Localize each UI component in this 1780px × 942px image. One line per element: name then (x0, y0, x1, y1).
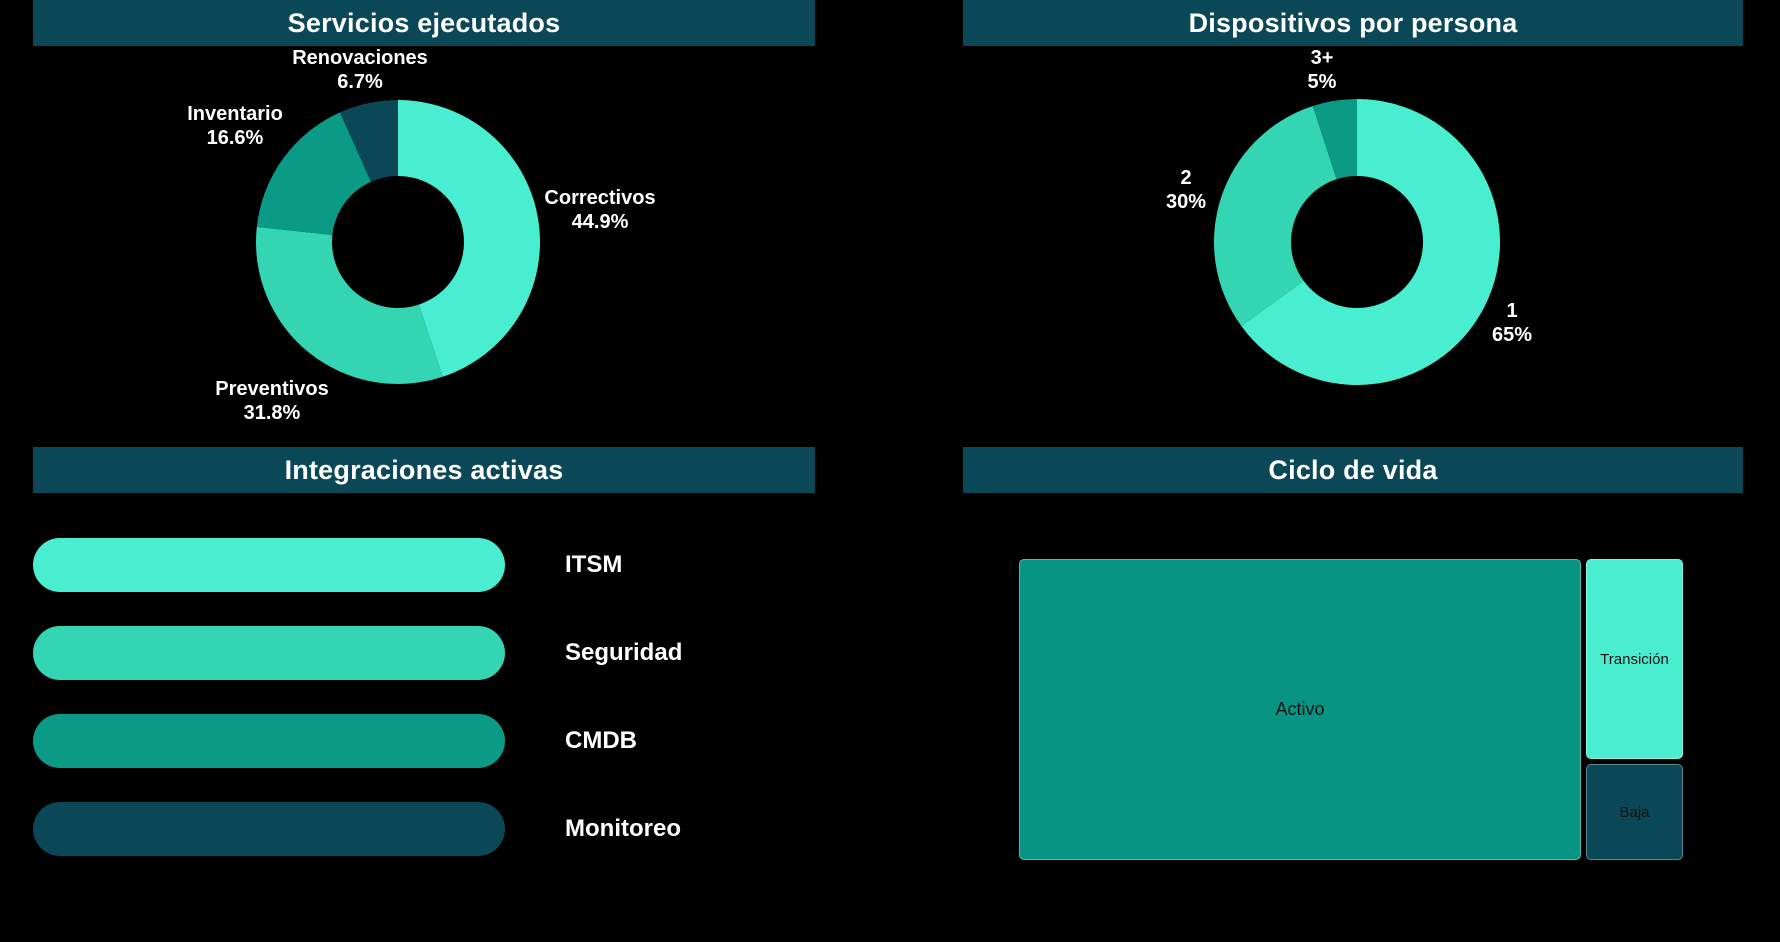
pie-slice-correctivos[interactable] (398, 100, 540, 377)
pie-slice-2[interactable] (1214, 106, 1337, 327)
pie-slice-inventario[interactable] (256, 112, 372, 235)
pie-label-name: Inventario (187, 103, 283, 125)
bar-cmdb[interactable] (33, 714, 505, 768)
pie-label-value: 5% (1307, 71, 1337, 93)
bar-seguridad[interactable] (33, 626, 505, 680)
pie-label-name: Renovaciones (292, 47, 428, 69)
panel-header-ciclo-de-vida: Ciclo de vida (963, 447, 1743, 493)
treemap-tile-label: Transición (1600, 650, 1669, 668)
pie-label-value: 6.7% (337, 71, 383, 93)
pie-label-name: Preventivos (215, 378, 329, 400)
bar-label-monitoreo: Monitoreo (565, 815, 681, 842)
panel-header-servicios-ejecutados: Servicios ejecutados (33, 0, 815, 46)
treemap-tile-label: Activo (1275, 699, 1325, 719)
pie-label-name: 2 (1180, 167, 1192, 189)
pie-chart-dispositivos-por-persona (1214, 99, 1501, 385)
bar-monitoreo[interactable] (33, 802, 505, 856)
bar-itsm[interactable] (33, 538, 505, 592)
treemap-tile-activo[interactable]: Activo (1019, 559, 1581, 860)
bar-label-seguridad: Seguridad (565, 639, 683, 666)
pie-label-value: 31.8% (243, 402, 301, 424)
pie-label-name: 3+ (1310, 47, 1334, 69)
treemap-tile-baja[interactable]: Baja (1586, 764, 1683, 860)
pie-chart-servicios-ejecutados (256, 100, 540, 384)
pie-slice-1[interactable] (1241, 99, 1501, 385)
pie-label-name: 1 (1506, 300, 1518, 322)
panel-header-dispositivos-por-persona: Dispositivos por persona (963, 0, 1743, 46)
pie-label-value: 44.9% (571, 211, 629, 233)
pie-slice-3[interactable] (1312, 99, 1357, 180)
treemap-tile-label: Baja (1619, 803, 1650, 821)
pie-slice-renovaciones[interactable] (339, 100, 398, 182)
pie-label-3: 3+5% (1308, 46, 1337, 94)
panel-header-integraciones-activas: Integraciones activas (33, 447, 815, 493)
bar-label-cmdb: CMDB (565, 727, 637, 754)
pie-label-name: Correctivos (544, 187, 656, 209)
treemap-tile-transicion[interactable]: Transición (1586, 559, 1683, 759)
pie-label-value: 65% (1491, 324, 1533, 346)
pie-label-value: 30% (1165, 191, 1207, 213)
bar-label-itsm: ITSM (565, 551, 623, 578)
pie-slice-preventivos[interactable] (256, 226, 443, 384)
pie-label-value: 16.6% (206, 127, 264, 149)
